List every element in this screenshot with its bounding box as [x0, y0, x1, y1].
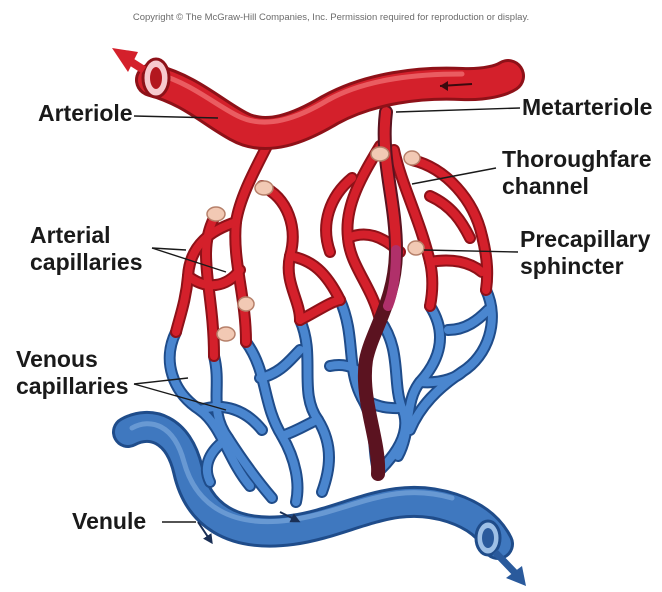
- label-arterial-line2: capillaries: [30, 249, 143, 276]
- label-thoroughfare-line1: Thoroughfare: [502, 146, 652, 173]
- label-precap-line1: Precapillary: [520, 226, 650, 253]
- label-thoroughfare-channel: Thoroughfare channel: [502, 146, 652, 200]
- sphincter-ring: [371, 147, 389, 161]
- label-venule: Venule: [72, 508, 146, 535]
- label-venous-line2: capillaries: [16, 373, 129, 400]
- label-arteriole-text: Arteriole: [38, 100, 133, 126]
- label-thoroughfare-line2: channel: [502, 173, 652, 200]
- label-arteriole: Arteriole: [38, 100, 133, 127]
- sphincter-ring: [207, 207, 225, 221]
- sphincter-ring: [217, 327, 235, 341]
- arteriole-vessel: [112, 48, 508, 140]
- label-precapillary-sphincter: Precapillary sphincter: [520, 226, 650, 280]
- label-precap-line2: sphincter: [520, 253, 650, 280]
- sphincter-ring: [238, 297, 254, 311]
- leader-precapillary: [424, 250, 518, 252]
- label-venous-capillaries: Venous capillaries: [16, 346, 129, 400]
- leader-metarteriole: [396, 108, 520, 112]
- label-venous-line1: Venous: [16, 346, 129, 373]
- sphincter-ring: [404, 151, 420, 165]
- label-venule-text: Venule: [72, 508, 146, 534]
- label-arterial-line1: Arterial: [30, 222, 143, 249]
- label-arterial-capillaries: Arterial capillaries: [30, 222, 143, 276]
- label-metarteriole-text: Metarteriole: [522, 94, 652, 120]
- label-metarteriole: Metarteriole: [522, 94, 652, 121]
- sphincter-ring: [408, 241, 424, 255]
- sphincter-ring: [255, 181, 273, 195]
